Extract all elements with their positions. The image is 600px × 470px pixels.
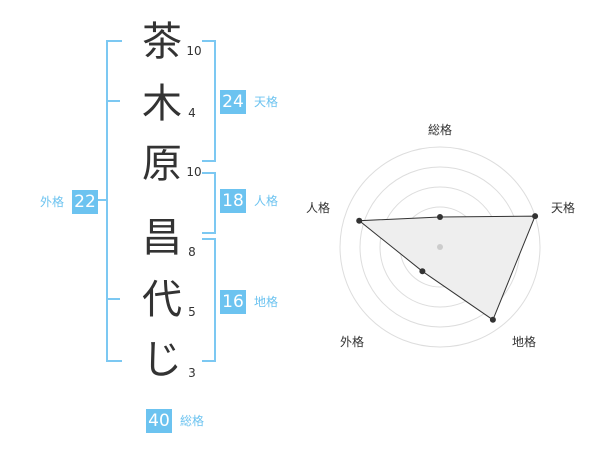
name-char-6: じ xyxy=(142,337,182,383)
soukaku-value: 40 xyxy=(146,409,172,433)
radar-point xyxy=(356,217,363,224)
name-char-4: 昌 xyxy=(142,215,182,261)
jinkaku-bracket xyxy=(202,172,216,234)
axis-label-jinkaku: 人格 xyxy=(306,200,330,215)
tenkaku-bracket xyxy=(202,40,216,162)
chikaku-label: 地格 xyxy=(254,295,279,309)
stroke-count-1: 10 xyxy=(186,44,202,58)
soukaku-label: 総格 xyxy=(180,414,205,428)
radar-center-dot xyxy=(437,244,443,250)
radar-polygon xyxy=(357,215,536,321)
gaikaku-inner-tick-2 xyxy=(106,298,120,300)
jinkaku-label: 人格 xyxy=(254,194,279,208)
gaikaku-bracket-tick xyxy=(92,199,106,201)
gaikaku-value: 22 xyxy=(72,190,98,214)
jinkaku-value: 18 xyxy=(220,189,246,213)
axis-label-gaikaku: 外格 xyxy=(340,334,364,349)
gaikaku-label: 外格 xyxy=(40,195,65,209)
stroke-count-4: 8 xyxy=(188,245,196,259)
radar-point xyxy=(532,213,539,220)
radar-point xyxy=(419,268,426,275)
radar-point xyxy=(437,214,443,220)
tenkaku-label: 天格 xyxy=(254,95,279,109)
chikaku-bracket xyxy=(202,238,216,362)
name-char-1: 茶 xyxy=(142,19,182,65)
axis-label-soukaku: 総格 xyxy=(428,122,452,137)
radar-point xyxy=(489,316,496,323)
gaikaku-inner-tick-1 xyxy=(106,100,120,102)
radar-ring xyxy=(339,146,541,348)
stroke-count-6: 3 xyxy=(188,366,196,380)
axis-label-chikaku: 地格 xyxy=(512,334,536,349)
axis-label-tenkaku: 天格 xyxy=(551,200,575,215)
name-char-3: 原 xyxy=(142,141,182,187)
stroke-count-2: 4 xyxy=(188,106,196,120)
name-char-5: 代 xyxy=(142,277,182,323)
stroke-count-3: 10 xyxy=(186,165,202,179)
gaikaku-bracket xyxy=(106,40,122,362)
chikaku-value: 16 xyxy=(220,290,246,314)
stroke-count-5: 5 xyxy=(188,305,196,319)
tenkaku-value: 24 xyxy=(220,90,246,114)
name-char-2: 木 xyxy=(142,81,182,127)
